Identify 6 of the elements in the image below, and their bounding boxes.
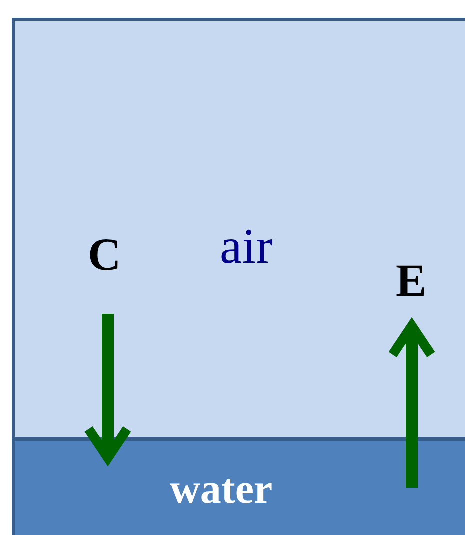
region-label: water [170,469,273,511]
air-region [12,18,465,440]
water-region [12,438,465,535]
edge-label: E [396,258,427,304]
region-label: air [220,221,273,271]
edge-label: C [88,232,122,278]
